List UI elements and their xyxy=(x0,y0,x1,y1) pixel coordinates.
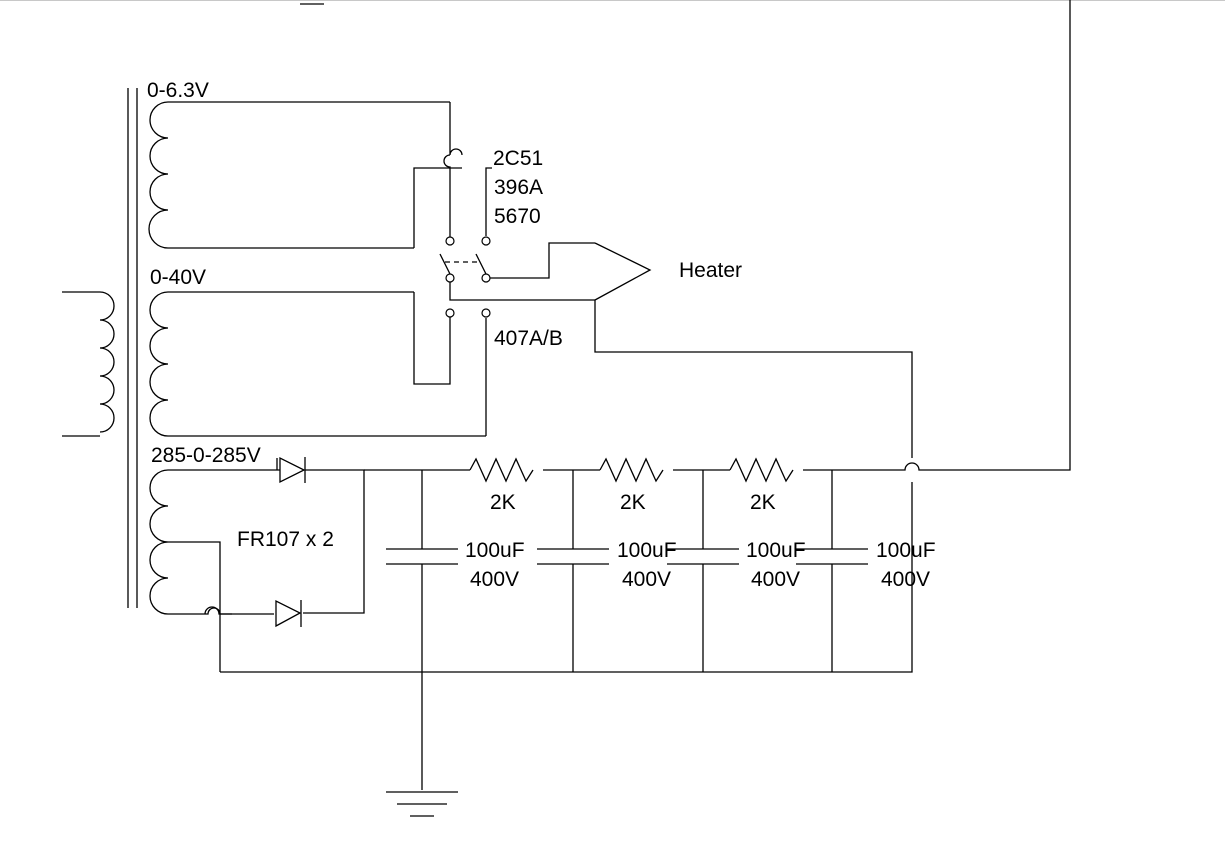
resistor-1-value: 2K xyxy=(490,491,516,514)
voltage-selector-switch xyxy=(413,102,595,436)
switch-terminal xyxy=(445,308,455,318)
resistor-3-value: 2K xyxy=(750,491,776,514)
ground-bus xyxy=(220,482,913,673)
primary-winding xyxy=(62,291,115,437)
capacitor-4-capacitance: 100uF xyxy=(876,539,936,562)
tube-label-4: 407A/B xyxy=(494,327,563,350)
capacitor-2-voltage: 400V xyxy=(622,568,671,591)
tube-label-2: 396A xyxy=(494,176,543,199)
ground-icon xyxy=(386,791,458,817)
winding-hv-label: 285-0-285V xyxy=(151,444,261,467)
tube-label-1: 2C51 xyxy=(493,147,543,170)
capacitor-4 xyxy=(796,470,868,672)
sw-wire-hop xyxy=(443,154,451,237)
rect-wire-c xyxy=(205,607,274,615)
transformer xyxy=(62,88,486,672)
resistor-2 xyxy=(599,457,664,483)
switch-terminal xyxy=(481,236,491,246)
capacitor-3-voltage: 400V xyxy=(751,568,800,591)
bus-output xyxy=(803,0,1071,471)
capacitor-4-voltage: 400V xyxy=(881,568,930,591)
rect-wire-hop xyxy=(204,606,232,615)
diode-bottom-icon xyxy=(275,599,302,628)
sw-wire-right-up xyxy=(485,167,492,236)
resistor-1 xyxy=(469,457,534,483)
switch-terminal xyxy=(445,273,455,283)
capacitor-1 xyxy=(386,470,458,790)
switch-terminal xyxy=(445,236,455,246)
tube-label-3: 5670 xyxy=(494,205,541,228)
sw-wire-lower-loop xyxy=(413,292,451,385)
switch-terminal xyxy=(481,308,491,318)
switch-blade-left xyxy=(439,253,451,275)
filter-network xyxy=(220,0,1071,790)
sw-to-heater-b xyxy=(490,242,595,279)
switch-terminal xyxy=(481,273,491,283)
winding-aux-label: 0-40V xyxy=(150,266,206,289)
sw-wire-left-loop xyxy=(413,167,462,248)
switch-blade-right xyxy=(475,253,487,275)
capacitor-1-voltage: 400V xyxy=(470,568,519,591)
capacitor-1-capacitance: 100uF xyxy=(465,539,525,562)
resistor-3 xyxy=(729,457,794,483)
aux-winding xyxy=(149,291,486,437)
winding-heater-label: 0-6.3V xyxy=(147,79,209,102)
rectifier xyxy=(204,456,365,628)
capacitor-2-capacitance: 100uF xyxy=(617,539,677,562)
capacitor-3-capacitance: 100uF xyxy=(746,539,806,562)
hv-center-tap xyxy=(168,541,221,672)
sw-wire-top xyxy=(449,102,463,156)
capacitor-3 xyxy=(667,470,739,672)
sw-to-heater-a xyxy=(449,282,595,301)
rect-wire-b xyxy=(303,469,365,614)
capacitor-2 xyxy=(537,470,609,672)
rectifier-label: FR107 x 2 xyxy=(237,528,334,551)
heater-symbol xyxy=(594,242,913,458)
diode-top-icon xyxy=(279,456,306,484)
resistor-2-value: 2K xyxy=(620,491,646,514)
heater-winding xyxy=(148,101,450,249)
heater-label: Heater xyxy=(679,259,742,282)
